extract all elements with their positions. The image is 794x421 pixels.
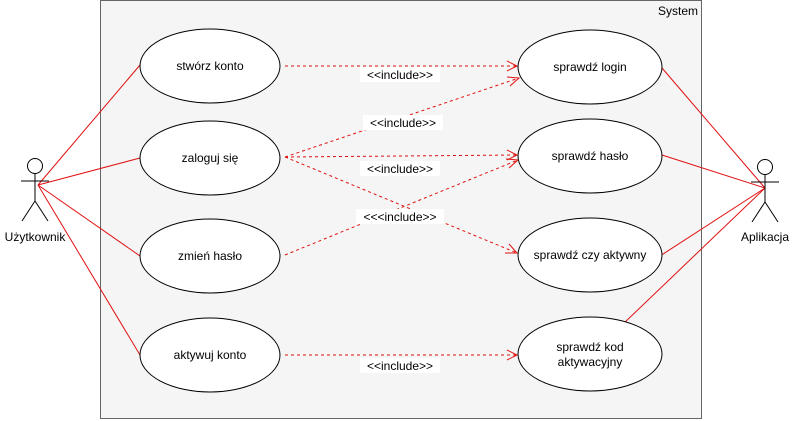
usecase-sprawdz-haslo[interactable]: sprawdź hasło: [517, 118, 663, 194]
include-zaloguj-sprawdz-haslo: [284, 154, 518, 158]
actor-uzytkownik[interactable]: Użytkownik: [5, 158, 67, 245]
usecase-sprawdz-czy-aktywny[interactable]: sprawdź czy aktywny: [517, 217, 663, 293]
actor-label: Aplikacja: [741, 230, 789, 244]
assoc-app-sprawdz-haslo: [661, 154, 766, 189]
usecase-zmien-haslo[interactable]: zmień hasło: [139, 218, 281, 294]
usecase-label-line1: sprawdź kod: [556, 340, 623, 354]
include-label: <<<include>>: [363, 210, 436, 224]
usecase-label: stwórz konto: [176, 59, 244, 73]
usecase-label: zaloguj się: [182, 151, 239, 165]
user-associations: [37, 64, 141, 356]
include-label: <<include>>: [367, 359, 433, 373]
include-label: <<include>>: [370, 116, 436, 130]
include-zaloguj-sprawdz-login: [284, 77, 520, 158]
usecase-aktywuj-konto[interactable]: aktywuj konto: [139, 317, 281, 393]
assoc-user-zaloguj-sie: [37, 157, 141, 186]
include-dependencies: [284, 60, 521, 361]
assoc-user-aktywuj-konto: [37, 184, 141, 356]
include-label: <<include>>: [367, 162, 433, 176]
usecase-sprawdz-kod-aktywacyjny[interactable]: sprawdź kod aktywacyjny: [517, 316, 663, 392]
include-labels: <<include>> <<include>> <<include>> <<<i…: [356, 67, 444, 373]
usecase-label: sprawdź hasło: [552, 149, 629, 163]
actor-aplikacja[interactable]: Aplikacja: [741, 159, 789, 245]
assoc-app-sprawdz-czy-aktywny: [659, 187, 766, 257]
usecase-label: sprawdź czy aktywny: [534, 248, 647, 262]
include-label: <<include>>: [367, 68, 433, 82]
system-label: System: [658, 4, 698, 18]
assoc-app-sprawdz-kod: [621, 187, 766, 326]
usecase-label: zmień hasło: [178, 249, 242, 263]
app-associations: [621, 67, 766, 326]
usecase-label-line2: aktywacyjny: [558, 355, 623, 369]
actor-label: Użytkownik: [5, 230, 67, 244]
stick-figure-icon: [21, 158, 49, 222]
usecase-label: sprawdź login: [553, 60, 626, 74]
stick-figure-icon: [751, 159, 779, 223]
usecase-sprawdz-login[interactable]: sprawdź login: [517, 29, 663, 105]
usecase-zaloguj-sie[interactable]: zaloguj się: [139, 120, 281, 196]
assoc-user-stworz-konto: [37, 64, 141, 186]
assoc-app-sprawdz-login: [661, 67, 766, 189]
assoc-user-zmien-haslo: [37, 184, 141, 257]
usecase-label: aktywuj konto: [174, 348, 247, 362]
usecase-stworz-konto[interactable]: stwórz konto: [139, 28, 281, 104]
